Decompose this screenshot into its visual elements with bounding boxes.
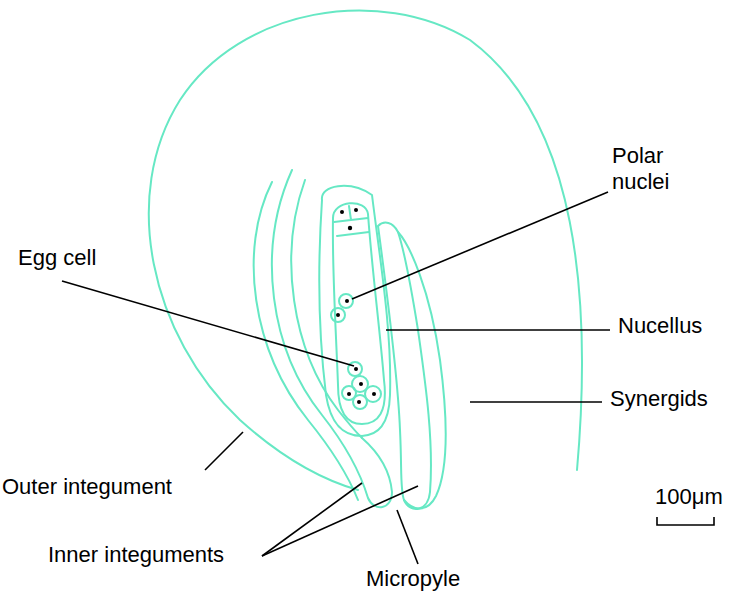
part-label: Egg cell bbox=[18, 245, 96, 271]
leader-line bbox=[205, 432, 243, 470]
ovule-outline bbox=[149, 11, 582, 490]
inner-integument-right bbox=[378, 223, 431, 509]
leader-lines bbox=[62, 192, 714, 564]
part-label: Polar nuclei bbox=[612, 143, 707, 196]
nuclei-dots bbox=[336, 208, 376, 404]
part-label: Outer integument bbox=[2, 474, 172, 500]
antipodal-cells bbox=[334, 206, 368, 222]
leader-line bbox=[262, 486, 418, 556]
polar-nucleus bbox=[339, 294, 353, 308]
leader-line bbox=[262, 483, 362, 556]
antipodal-cell bbox=[337, 232, 369, 236]
part-label: Synergids bbox=[610, 386, 708, 412]
scale-bar bbox=[657, 517, 714, 525]
part-label: Inner integuments bbox=[48, 542, 224, 568]
synergid-cell bbox=[353, 395, 367, 409]
leader-line bbox=[386, 329, 610, 331]
part-label: Micropyle bbox=[366, 566, 460, 592]
leader-line bbox=[62, 281, 354, 366]
polar-nucleus bbox=[331, 308, 345, 322]
embryo-sac bbox=[333, 203, 385, 424]
part-label: Nucellus bbox=[618, 313, 702, 339]
scale-label: 100μm bbox=[655, 484, 723, 510]
outer-integument-right-edge bbox=[398, 232, 446, 509]
leader-line bbox=[352, 192, 608, 299]
inner-integument-left bbox=[272, 170, 392, 507]
leader-line bbox=[397, 510, 418, 564]
leader-line bbox=[470, 401, 602, 403]
